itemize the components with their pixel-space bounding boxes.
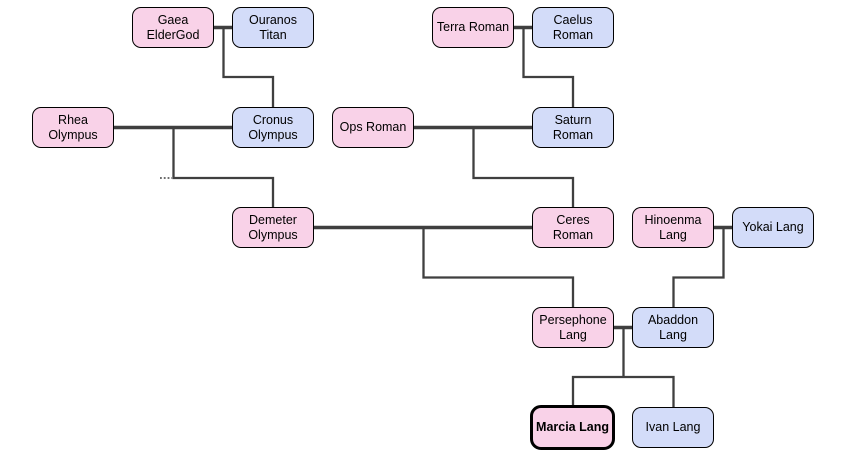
person-node-gaea[interactable]: Gaea ElderGod [132, 7, 214, 48]
person-node-demeter[interactable]: Demeter Olympus [232, 207, 314, 248]
connector-ops-saturn-to-ceres [472, 127, 575, 208]
connector-rhea-cronus-to-demeter [172, 127, 275, 208]
person-node-marcia[interactable]: Marcia Lang [530, 405, 615, 450]
person-node-ouranos[interactable]: Ouranos Titan [232, 7, 314, 48]
person-node-abaddon[interactable]: Abaddon Lang [632, 307, 714, 348]
connector-hinoenma-yokai-to-abaddon [672, 227, 725, 308]
connector-terra-caelus-to-saturn [522, 27, 575, 108]
person-node-caelus[interactable]: Caelus Roman [532, 7, 614, 48]
person-node-persephone[interactable]: Persephone Lang [532, 307, 614, 348]
person-node-yokai[interactable]: Yokai Lang [732, 207, 814, 248]
person-node-terra[interactable]: Terra Roman [432, 7, 514, 48]
person-node-hinoenma[interactable]: Hinoenma Lang [632, 207, 714, 248]
connector-demeter-ceres-to-persephone [422, 227, 575, 308]
person-node-ops[interactable]: Ops Roman [332, 107, 414, 148]
person-node-saturn[interactable]: Saturn Roman [532, 107, 614, 148]
connector-sibling-rail-marcia-ivan [571, 375, 675, 408]
person-node-ceres[interactable]: Ceres Roman [532, 207, 614, 248]
person-node-cronus[interactable]: Cronus Olympus [232, 107, 314, 148]
connector-gaea-ouranos-to-cronus [222, 27, 275, 108]
person-node-ivan[interactable]: Ivan Lang [632, 407, 714, 448]
person-node-rhea[interactable]: Rhea Olympus [32, 107, 114, 148]
